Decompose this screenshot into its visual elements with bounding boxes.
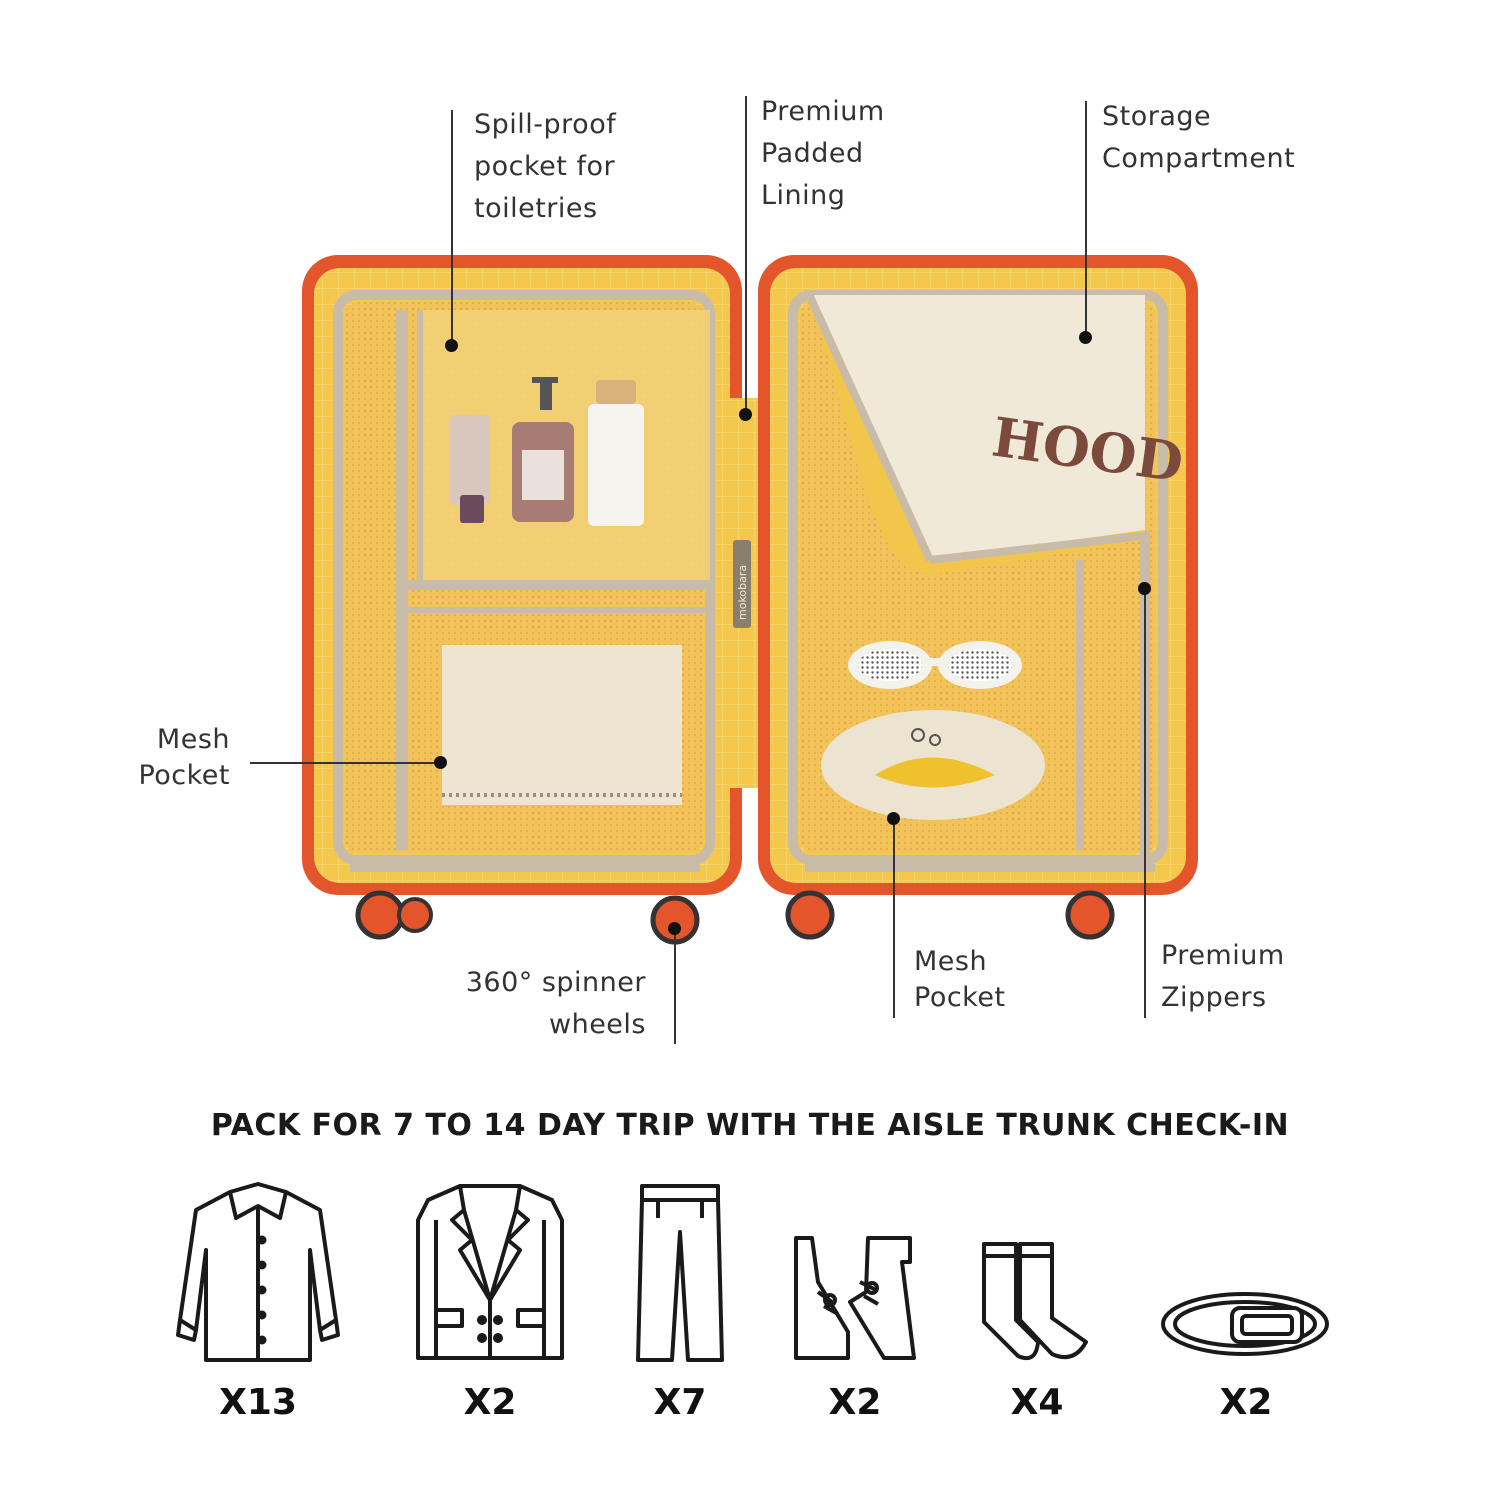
trousers-count: X7 bbox=[653, 1382, 707, 1423]
callout-mesh-pocket-left: Mesh Pocket bbox=[138, 724, 230, 791]
blazer-count: X2 bbox=[463, 1382, 517, 1423]
callout-line bbox=[1144, 588, 1146, 1018]
callout-dot bbox=[1079, 331, 1092, 344]
sunglasses bbox=[848, 641, 1022, 689]
socks-icon bbox=[982, 1242, 1088, 1361]
shirt-icon bbox=[176, 1182, 340, 1362]
shoes-icon bbox=[794, 1236, 916, 1360]
left-shell bbox=[302, 255, 742, 895]
callout-dot bbox=[1138, 582, 1151, 595]
callout-spill-proof-pocket: Spill-proof pocket for toiletries bbox=[474, 109, 617, 224]
callout-dot bbox=[434, 756, 447, 769]
belt-count: X2 bbox=[1219, 1382, 1273, 1423]
callout-line bbox=[1085, 101, 1087, 337]
callout-line bbox=[893, 818, 895, 1018]
callout-storage-compartment: Storage Compartment bbox=[1102, 101, 1296, 174]
padded-divider-strap: mokobara bbox=[715, 398, 765, 788]
right-shell: HOOD bbox=[758, 255, 1198, 895]
callout-line bbox=[674, 928, 676, 1044]
pack-heading: PACK FOR 7 TO 14 DAY TRIP WITH THE AISLE… bbox=[210, 1108, 1290, 1143]
toiletry-pump-bottle bbox=[512, 377, 574, 522]
spinner-wheels bbox=[355, 890, 1115, 945]
toiletry-tube bbox=[450, 415, 490, 523]
belt-icon bbox=[1161, 1292, 1329, 1356]
callout-padded-lining: Premium Padded Lining bbox=[761, 96, 885, 211]
callout-mesh-pocket-right: Mesh Pocket bbox=[914, 946, 1006, 1013]
callout-spinner-wheels: 360° spinner wheels bbox=[465, 967, 646, 1040]
callout-dot bbox=[739, 408, 752, 421]
callout-dot bbox=[668, 922, 681, 935]
socks-count: X4 bbox=[1010, 1382, 1064, 1423]
shirt-count: X13 bbox=[219, 1382, 297, 1423]
shoes-count: X2 bbox=[828, 1382, 882, 1423]
callout-line bbox=[250, 762, 440, 764]
callout-premium-zippers: Premium Zippers bbox=[1161, 940, 1285, 1013]
callout-dot bbox=[887, 812, 900, 825]
brand-tag: mokobara bbox=[736, 565, 749, 620]
callout-line bbox=[745, 96, 747, 414]
callout-dot bbox=[445, 339, 458, 352]
open-suitcase-illustration: mokobara HOOD bbox=[302, 255, 1198, 945]
callout-line bbox=[451, 110, 453, 346]
notebook bbox=[442, 645, 682, 805]
blazer-icon bbox=[416, 1184, 564, 1360]
toiletry-sunscreen bbox=[588, 380, 644, 526]
trousers-icon bbox=[636, 1184, 724, 1362]
eye-mask bbox=[821, 710, 1045, 820]
